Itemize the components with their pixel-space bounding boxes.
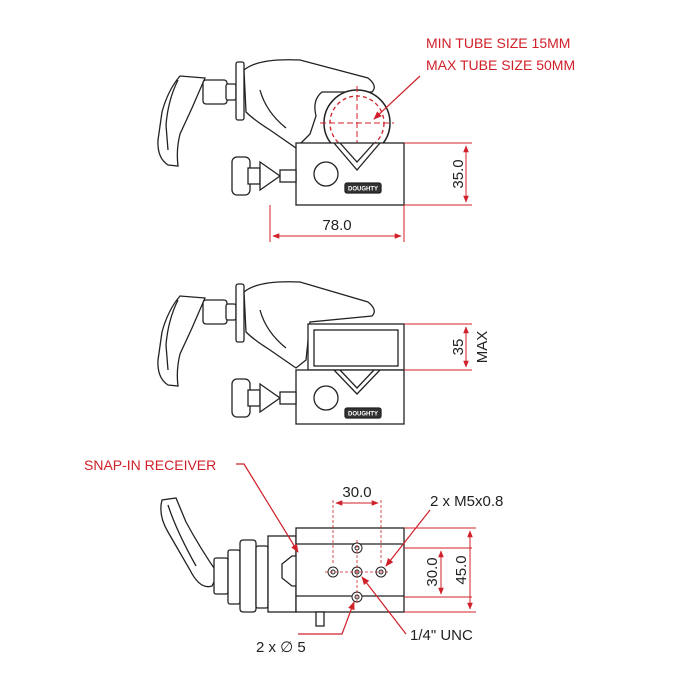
height-dim-label: 35.0 xyxy=(450,159,467,188)
lower-block xyxy=(295,142,405,206)
block-height-label: 45.0 xyxy=(453,555,470,584)
top-view-clamp xyxy=(157,59,405,206)
width-dim-label: 78.0 xyxy=(322,217,351,234)
unc-leader xyxy=(361,576,407,635)
vertical-dimensions xyxy=(404,527,476,613)
tube-leader xyxy=(373,75,421,120)
lever-handle xyxy=(157,75,206,167)
lever-handle-mid xyxy=(157,295,206,387)
middle-view-clamp xyxy=(157,281,405,425)
locking-knob xyxy=(231,156,251,196)
upper-jaw xyxy=(243,59,375,149)
receiver-note: SNAP-IN RECEIVER xyxy=(84,457,216,473)
bottom-view-clamp xyxy=(160,497,405,627)
bottom-block xyxy=(295,527,405,613)
brand-label-mid: DOUGHTY xyxy=(348,412,378,418)
height-dimension xyxy=(404,142,472,206)
opening-dim-label: 35 xyxy=(450,339,467,356)
unc-note: 1/4" UNC xyxy=(410,627,473,644)
dowel-note: 2 x ∅ 5 xyxy=(256,639,306,656)
max-tube-note: MAX TUBE SIZE 50MM xyxy=(426,57,575,73)
dowel-leader xyxy=(298,601,355,635)
m5-note: 2 x M5x0.8 xyxy=(430,493,503,510)
hole-spacing-label: 30.0 xyxy=(342,484,371,501)
vert-spacing-label: 30.0 xyxy=(424,557,441,586)
hole-centerlines xyxy=(325,500,389,605)
lever-handle-bottom xyxy=(160,497,219,588)
opening-dimension xyxy=(404,323,472,371)
block-hole xyxy=(313,161,339,187)
receiver-leader xyxy=(236,463,299,553)
lever-hinge xyxy=(202,79,228,105)
brand-label: DOUGHTY xyxy=(348,187,378,193)
brand-plate xyxy=(344,182,382,194)
min-tube-note: MIN TUBE SIZE 15MM xyxy=(426,35,570,51)
opening-max-label: MAX xyxy=(474,331,491,364)
width-dimension xyxy=(269,205,405,242)
m5-leader xyxy=(385,509,431,567)
